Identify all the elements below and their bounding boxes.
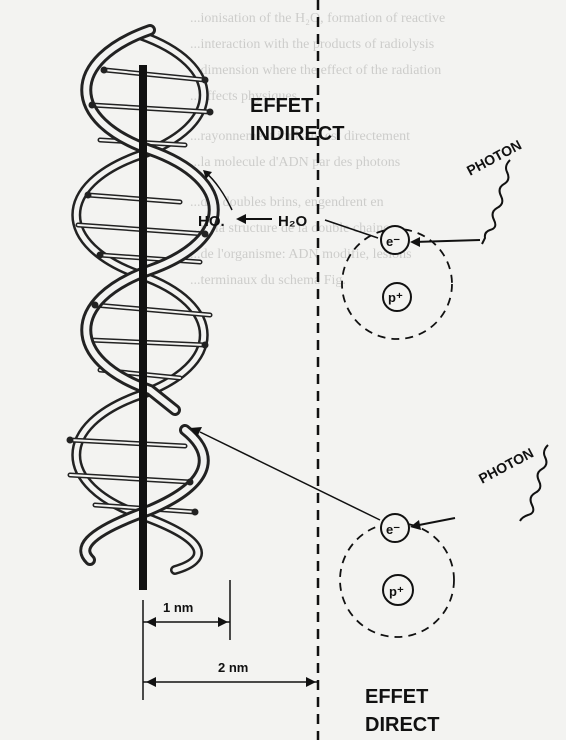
photon-bottom-arrow-line: [413, 517, 456, 527]
photon-top-wave: [481, 159, 511, 245]
water-label: H₂O: [278, 213, 307, 230]
effect-indirect-title-1: EFFET: [250, 95, 313, 117]
electron-to-water-line: [324, 219, 379, 239]
proton-lower: [382, 574, 414, 606]
ho-radical-label: HO.: [198, 213, 225, 230]
proton-lower-label: p⁺: [389, 584, 404, 599]
effect-indirect-title-2: INDIRECT: [250, 123, 344, 145]
proton-upper-label: p⁺: [388, 290, 403, 305]
bg-text-line: ...de l'organisme: ADN modifie, lesions: [190, 247, 412, 262]
effect-direct-title-1: EFFET: [365, 686, 428, 708]
photon-bottom-wave: [519, 444, 549, 522]
electron-upper-label: e⁻: [386, 234, 400, 249]
atom-upper: e⁻ p⁺: [341, 225, 453, 340]
scale-1nm-label: 1 nm: [163, 600, 193, 615]
proton-upper: [382, 282, 412, 312]
scale-2nm: 2 nm: [143, 660, 318, 687]
scale-1nm: 1 nm: [143, 600, 230, 627]
photon-bottom-label: PHOTON: [476, 445, 536, 487]
bg-text-line: ...des doubles brins, engendrent en: [190, 195, 384, 210]
bg-text-line: ...terminaux du schema Fig.: [190, 273, 346, 288]
scale-2nm-label: 2 nm: [218, 660, 248, 675]
photon-top-label: PHOTON: [464, 137, 524, 179]
electron-upper: [380, 225, 410, 255]
direct-effect-arrow: [199, 431, 381, 521]
bg-text-line: ...effects physiques: [190, 89, 297, 104]
electron-lower: [380, 513, 410, 543]
bg-text-line: ...interaction with the products of radi…: [190, 37, 434, 52]
electron-lower-label: e⁻: [386, 522, 400, 537]
phosphate-nodes: [66, 66, 214, 516]
effect-direct-title-2: DIRECT: [365, 714, 439, 736]
bg-text-line: ...rayonnement ionisant est directement: [190, 129, 410, 144]
bg-text-line: ...la molecule d'ADN par des photons: [190, 155, 400, 170]
photon-top-arrow-line: [413, 239, 481, 243]
atom-lower: e⁻ p⁺: [339, 513, 455, 638]
bg-text-line: ...dimension where the effect of the rad…: [190, 63, 441, 78]
